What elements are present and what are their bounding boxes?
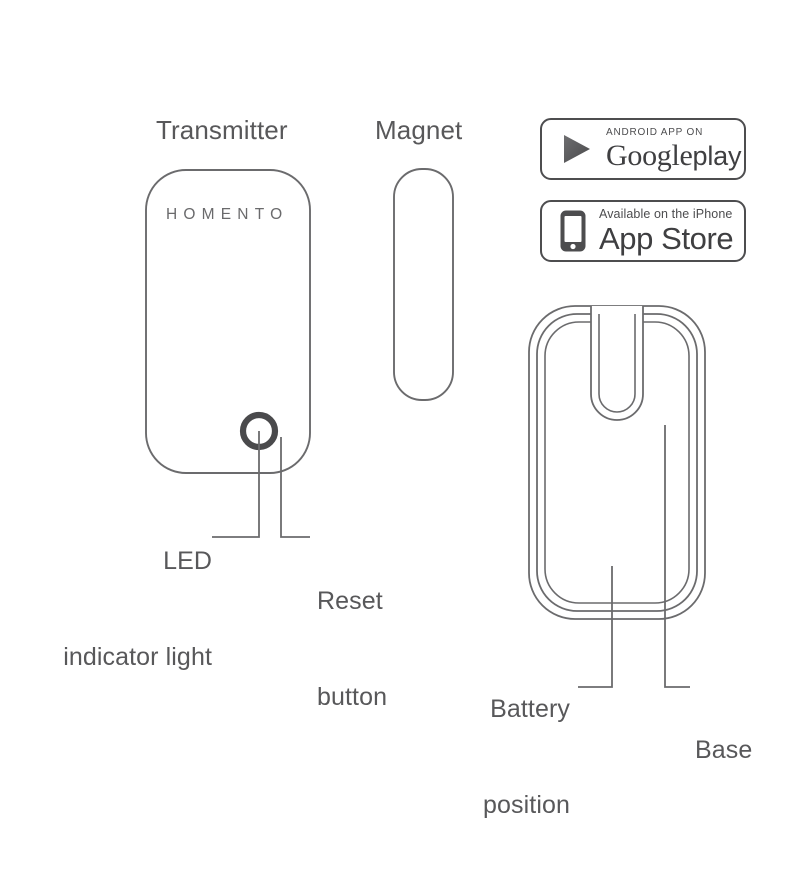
title-magnet: Magnet <box>375 115 463 145</box>
brand-wordmark: HOMENTO <box>166 206 289 223</box>
app-store-badge-text: Available on the iPhone App Store <box>599 207 734 256</box>
callout-reset-line1: Reset <box>317 587 383 615</box>
app-store-badge[interactable]: Available on the iPhone App Store <box>540 200 746 262</box>
battery-slot-channel-inner <box>598 314 636 413</box>
battery-leader-line <box>578 566 613 688</box>
callout-battery: Battery position <box>378 629 570 885</box>
transmitter-housing <box>145 169 311 474</box>
google-play-suffix: play <box>692 140 742 171</box>
google-play-triangle-icon <box>554 129 598 169</box>
google-play-badge[interactable]: ANDROID APP ON Googleplay <box>540 118 746 180</box>
led-leader-line <box>212 431 260 538</box>
google-play-badge-text: ANDROID APP ON Googleplay <box>606 126 742 172</box>
callout-base: Base <box>695 670 795 830</box>
callout-led: LED indicator light <box>12 481 212 737</box>
iphone-icon <box>556 209 590 253</box>
app-store-superscript: Available on the iPhone <box>599 207 733 222</box>
callout-led-line2: indicator light <box>63 643 212 671</box>
base-leader-line <box>664 425 690 688</box>
callout-reset-line2: button <box>317 683 388 711</box>
magnet-housing <box>393 168 454 401</box>
callout-battery-line2: position <box>483 791 570 819</box>
reset-leader-line <box>280 437 310 538</box>
diagram-vector-layer <box>145 168 706 688</box>
callout-led-line1: LED <box>163 547 212 575</box>
google-play-brand: Googleplay <box>606 138 742 172</box>
battery-slot-channel-outer <box>590 306 644 421</box>
google-play-brand-word: Google <box>606 138 693 172</box>
title-transmitter: Transmitter <box>156 115 288 145</box>
callout-base-line1: Base <box>695 736 753 764</box>
callout-reset: Reset button <box>317 521 467 777</box>
callout-battery-line1: Battery <box>490 695 570 723</box>
product-diagram: Transmitter Magnet HOMENTO LED indicator… <box>12 115 752 819</box>
google-play-superscript: ANDROID APP ON <box>606 126 704 138</box>
app-store-brand: App Store <box>599 220 734 256</box>
